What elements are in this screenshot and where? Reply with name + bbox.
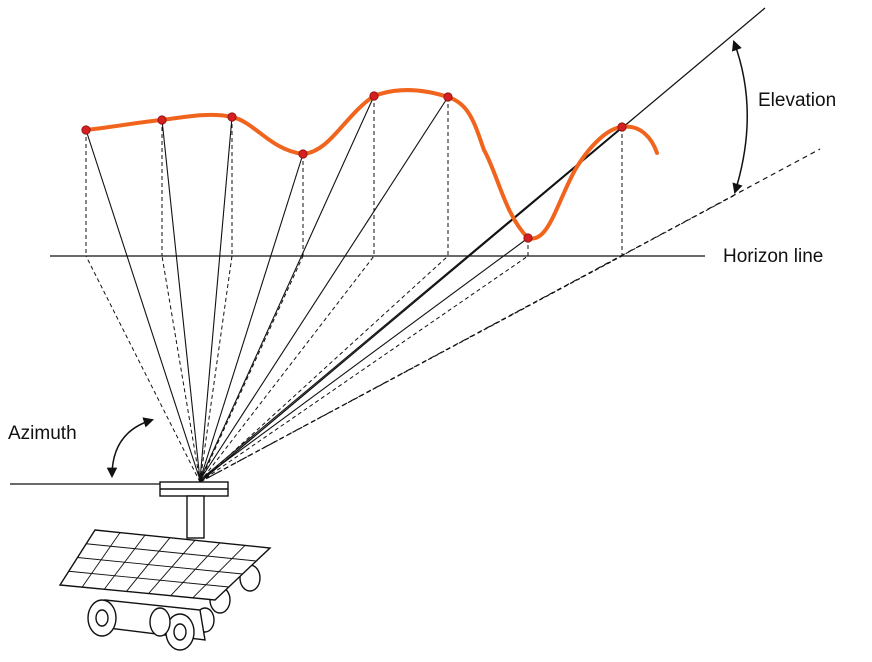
panel-grid-line <box>86 543 257 562</box>
profile-points <box>81 91 627 243</box>
sight-line <box>199 153 304 481</box>
profile-point <box>523 233 533 243</box>
profile-point <box>157 115 167 125</box>
azimuth-arrow-icon <box>106 417 155 479</box>
rover-icon <box>58 481 272 651</box>
azimuth-projection-line <box>199 255 233 483</box>
sight-line <box>199 116 233 481</box>
sight-line <box>85 129 201 481</box>
azimuth-projection-line <box>161 255 201 483</box>
sight-line <box>199 95 375 481</box>
profile-point <box>81 125 91 135</box>
azimuth-projection-line <box>199 255 304 483</box>
sight-lines <box>85 95 623 481</box>
azimuth-projection-line <box>85 255 201 483</box>
elevation-label: Elevation <box>758 90 836 111</box>
azimuth-label: Azimuth <box>8 423 77 444</box>
sight-line <box>199 96 449 481</box>
azimuth-projection-line <box>199 255 375 483</box>
elevation-lower-line <box>199 148 821 483</box>
profile-point <box>617 122 627 132</box>
panel-grid-line <box>68 570 229 588</box>
panel-grid-line <box>77 557 243 575</box>
sight-line <box>161 119 201 481</box>
horizon-line-label: Horizon line <box>723 246 823 267</box>
elevation-upper-line <box>199 7 766 483</box>
azimuth-projection-line <box>199 255 529 483</box>
sight-line <box>199 126 623 481</box>
profile-point <box>227 112 237 122</box>
profile-point <box>443 92 453 102</box>
elevation-arrow-icon <box>731 40 748 195</box>
projection-lines <box>85 96 736 483</box>
sight-line <box>199 237 529 481</box>
profile-point <box>369 91 379 101</box>
profile-point <box>298 149 308 159</box>
